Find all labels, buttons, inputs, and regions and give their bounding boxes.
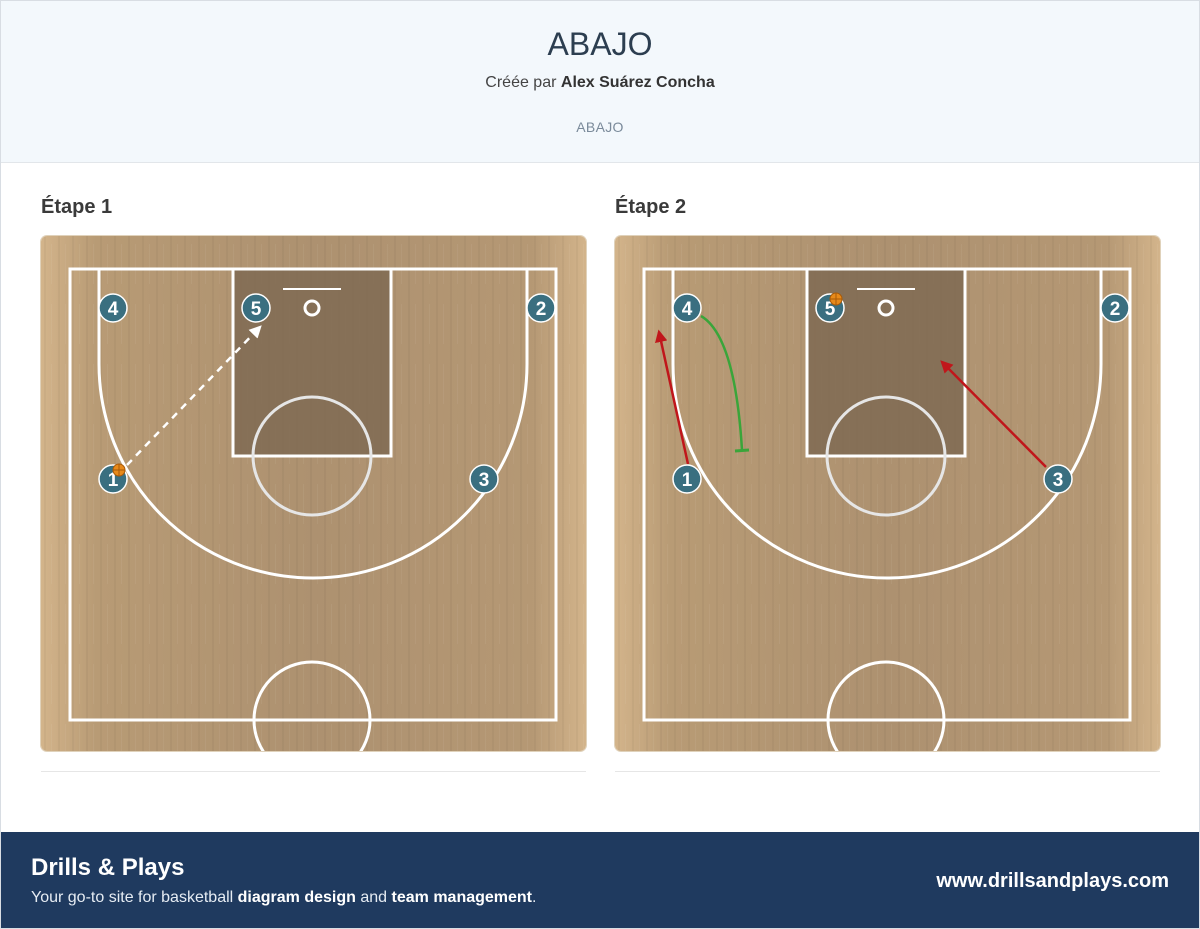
player-marker[interactable]: 2	[526, 293, 556, 323]
svg-text:4: 4	[682, 299, 693, 320]
svg-text:1: 1	[108, 470, 119, 491]
center-circle	[252, 660, 372, 751]
svg-text:1: 1	[682, 470, 693, 491]
svg-text:3: 3	[1053, 470, 1064, 491]
free-throw-circle	[825, 395, 947, 517]
step-1: Étape 1	[41, 196, 586, 772]
player-marker[interactable]: 4	[672, 293, 702, 323]
tagline-end: .	[532, 889, 537, 906]
cut-line	[655, 329, 690, 465]
play-header: ABAJO Créée par Alex Suárez Concha ABAJO	[1, 1, 1199, 163]
center-circle	[826, 660, 946, 751]
footer-brand[interactable]: Drills & Plays	[31, 854, 185, 881]
player-marker[interactable]: 3	[1043, 464, 1073, 494]
svg-text:2: 2	[536, 299, 547, 320]
step-title: Étape 2	[615, 196, 687, 218]
rim	[303, 299, 321, 317]
court-lines	[68, 267, 558, 722]
svg-text:4: 4	[108, 299, 119, 320]
site-footer: Drills & Plays Your go-to site for baske…	[1, 832, 1199, 928]
three-point-line	[671, 269, 1103, 580]
author-byline: Créée par Alex Suárez Concha	[1, 74, 1199, 92]
cut-line	[940, 360, 1047, 468]
court-diagram-step-2: 4 5 2 1 3	[615, 236, 1160, 751]
play-tag[interactable]: ABAJO	[576, 119, 624, 135]
step-divider	[41, 771, 586, 772]
step-title: Étape 1	[41, 196, 113, 218]
player-marker[interactable]: 4	[98, 293, 128, 323]
free-throw-circle	[251, 395, 373, 517]
tagline-mid: and	[360, 889, 388, 906]
court-diagram-step-1: 4 5 2 1 3	[41, 236, 586, 751]
player-marker[interactable]: 1	[672, 464, 702, 494]
footer-url[interactable]: www.drillsandplays.com	[936, 870, 1169, 892]
rim	[877, 299, 895, 317]
screen-end	[734, 448, 750, 453]
tagline-bold-2: team management	[391, 889, 533, 906]
screen-line	[700, 314, 744, 451]
footer-tagline: Your go-to site for basketball diagram d…	[31, 889, 536, 907]
player-marker[interactable]: 3	[469, 464, 499, 494]
created-by-label: Créée par	[485, 74, 557, 91]
player-marker[interactable]: 5	[241, 293, 271, 323]
step-divider	[615, 771, 1160, 772]
three-point-line	[97, 269, 529, 580]
ball-icon	[112, 463, 126, 477]
play-title: ABAJO	[547, 26, 653, 62]
court-lines	[642, 267, 1132, 722]
svg-text:2: 2	[1110, 299, 1121, 320]
svg-text:5: 5	[825, 299, 836, 320]
player-marker[interactable]: 2	[1100, 293, 1130, 323]
pass-line	[126, 325, 262, 466]
ball-icon	[829, 292, 843, 306]
tagline-prefix: Your go-to site for basketball	[31, 889, 234, 906]
tagline-bold-1: diagram design	[237, 889, 356, 906]
step-2: Étape 2	[615, 196, 1160, 772]
svg-text:5: 5	[251, 299, 262, 320]
author-name[interactable]: Alex Suárez Concha	[560, 74, 715, 91]
svg-text:3: 3	[479, 470, 490, 491]
